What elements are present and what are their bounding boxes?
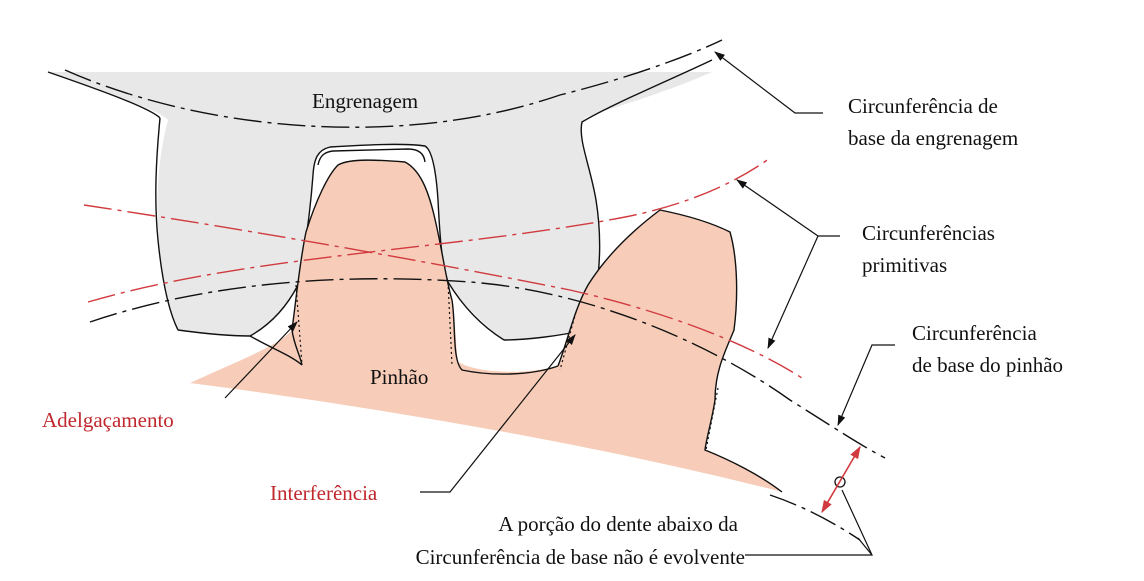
- gear-tooth-flank-b: [329, 143, 505, 341]
- pinion-base-circle-lower: [769, 494, 861, 541]
- gear-tooth-edge-left: [155, 117, 179, 331]
- leader-undercut: [224, 321, 298, 399]
- undercut-dotted-2: [447, 281, 453, 366]
- interference-label: Interferência: [270, 481, 378, 505]
- pitch-circles-label-1: Circunferências: [862, 221, 995, 245]
- pinion-label: Pinhão: [370, 365, 428, 389]
- gear-base-circle-label-1: Circunferência de: [848, 94, 998, 118]
- leader-interference: [420, 334, 576, 493]
- gear-outline: [48, 72, 712, 340]
- leader-gear-base: [714, 51, 823, 114]
- undercut-dotted-4: [705, 387, 719, 451]
- gear-label: Engrenagem: [312, 89, 418, 113]
- leader-pinion-base: [837, 344, 895, 426]
- non-involute-label-1: A porção do dente abaixo da: [498, 512, 738, 536]
- gear-tooth-flank-c: [503, 59, 713, 341]
- pinion-base-circle-label-2: de base do pinhão: [912, 353, 1063, 377]
- undercut-dotted-1: [295, 284, 303, 366]
- pinion-base-circle: [89, 278, 886, 459]
- non-involute-label-2: Circunferência de base não é evolvente: [416, 545, 745, 569]
- gear-inner-root: [317, 148, 426, 166]
- gear-body: [47, 59, 713, 341]
- pinion-pitch-circle: [83, 204, 806, 381]
- pinion-undercut-left: [291, 329, 303, 366]
- pinion-outline: [190, 160, 782, 492]
- pinion-body: [190, 159, 783, 493]
- pinion-base-circle-label-1: Circunferência: [912, 321, 1037, 345]
- leader-pitch-circles: [736, 179, 840, 349]
- pinion-fillet-left: [249, 335, 303, 366]
- gear-pitch-circle: [87, 157, 771, 303]
- pinion-tooth-1: [291, 159, 453, 331]
- gear-root-left: [47, 71, 161, 119]
- gear-base-circle-label-2: base da engrenagem: [848, 126, 1018, 150]
- pitch-circles-label-2: primitivas: [862, 253, 947, 277]
- undercut-label: Adelgaçamento: [42, 408, 174, 432]
- pinion-tooth-1-root: [451, 299, 559, 375]
- leader-non-involute: [745, 476, 873, 556]
- pinion-tooth-2: [557, 209, 783, 493]
- non-involute-double-arrow: [821, 445, 861, 514]
